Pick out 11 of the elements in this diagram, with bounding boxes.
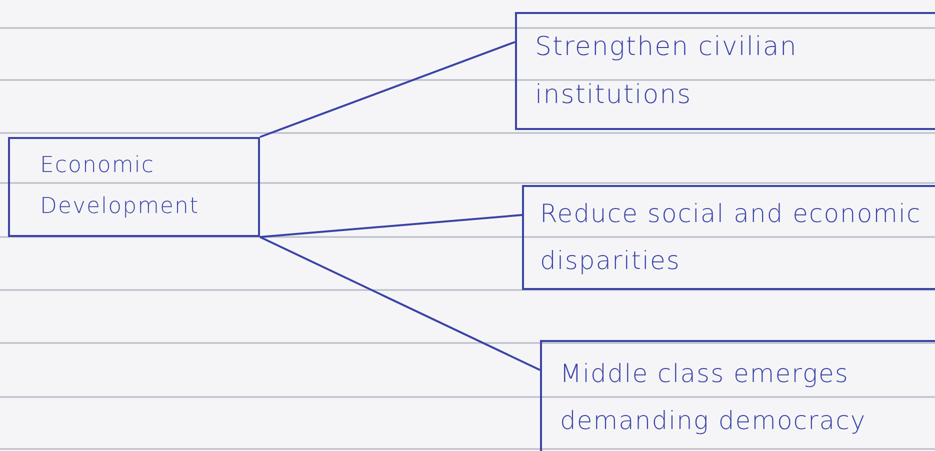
text-box (515, 12, 935, 130)
box-text: Economic Development (40, 152, 200, 221)
text-box (522, 185, 935, 290)
box-text: Strengthen civilian institutions (535, 30, 798, 112)
connector-line (260, 214, 522, 238)
text-box (540, 340, 935, 451)
connector-line (260, 236, 540, 371)
text-box (8, 137, 260, 237)
connector-line (260, 41, 516, 138)
box-text: Middle class emerges demanding democracy (560, 358, 868, 436)
box-text: Reduce social and economic disparities (540, 198, 922, 276)
